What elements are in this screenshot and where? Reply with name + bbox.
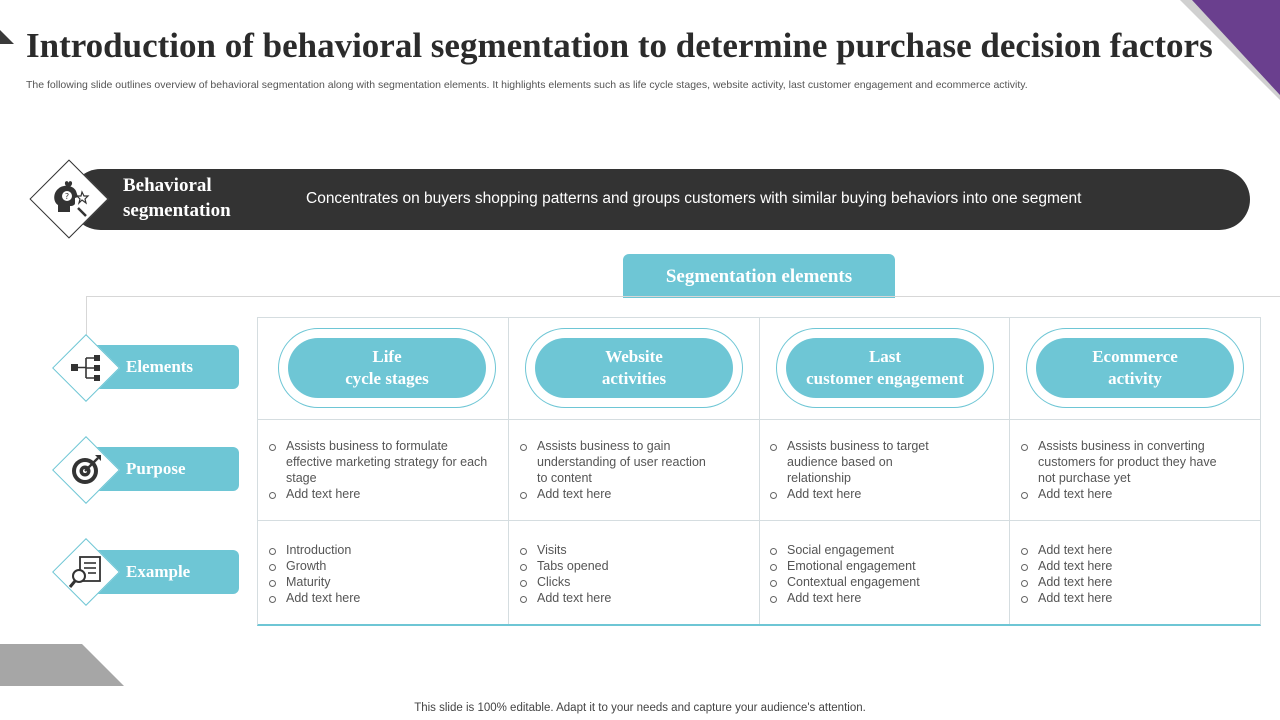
element-pill-website: Website activities bbox=[525, 328, 743, 408]
banner-description: Concentrates on buyers shopping patterns… bbox=[306, 190, 1082, 207]
list-item: Add text here bbox=[1020, 486, 1235, 502]
element-title-line2: customer engagement bbox=[806, 369, 964, 388]
corner-decoration-top-right bbox=[1180, 0, 1280, 100]
document-search-icon bbox=[68, 556, 101, 588]
row-divider bbox=[258, 419, 1260, 420]
column-divider bbox=[759, 318, 760, 624]
svg-text:?: ? bbox=[65, 192, 69, 201]
page-subtitle: The following slide outlines overview of… bbox=[26, 79, 1028, 91]
row-label-example: Example bbox=[92, 550, 239, 594]
connector-line bbox=[86, 296, 1280, 297]
element-pill-ecommerce: Ecommerce activity bbox=[1026, 328, 1244, 408]
segmentation-elements-tab: Segmentation elements bbox=[623, 254, 895, 298]
list-item: Add text here bbox=[519, 486, 719, 502]
purpose-list-last-engagement: Assists business to target audience base… bbox=[769, 438, 959, 502]
column-divider bbox=[1009, 318, 1010, 624]
hierarchy-icon bbox=[71, 355, 100, 381]
element-title-line1: Website bbox=[605, 347, 663, 366]
row-divider bbox=[258, 520, 1260, 521]
list-item: Tabs opened bbox=[519, 558, 739, 574]
list-item: Clicks bbox=[519, 574, 739, 590]
list-item: Add text here bbox=[1020, 590, 1240, 606]
list-item: Assists business to target audience base… bbox=[769, 438, 959, 486]
element-pill-website-label: Website activities bbox=[535, 338, 733, 398]
example-list-ecommerce: Add text here Add text here Add text her… bbox=[1020, 542, 1240, 606]
purpose-list-life-cycle: Assists business to formulate effective … bbox=[268, 438, 488, 502]
corner-decoration-bottom-left bbox=[0, 644, 124, 686]
list-item: Add text here bbox=[769, 590, 989, 606]
element-pill-ecommerce-label: Ecommerce activity bbox=[1036, 338, 1234, 398]
list-item: Add text here bbox=[1020, 574, 1240, 590]
banner-title-line2: segmentation bbox=[123, 200, 231, 221]
behavioral-segmentation-banner: Behavioral segmentation Concentrates on … bbox=[70, 169, 1250, 230]
target-icon bbox=[72, 455, 101, 484]
list-item: Growth bbox=[268, 558, 488, 574]
purpose-list-ecommerce: Assists business in converting customers… bbox=[1020, 438, 1235, 502]
element-pill-last-engagement-label: Last customer engagement bbox=[786, 338, 984, 398]
segmentation-table: Life cycle stages Assists business to fo… bbox=[257, 317, 1261, 626]
list-item: Add text here bbox=[268, 486, 488, 502]
head-question-icon: ? bbox=[54, 181, 90, 217]
example-list-website: Visits Tabs opened Clicks Add text here bbox=[519, 542, 739, 606]
connector-line-vertical bbox=[86, 296, 87, 350]
list-item: Visits bbox=[519, 542, 739, 558]
list-item: Add text here bbox=[769, 486, 959, 502]
list-item: Add text here bbox=[268, 590, 488, 606]
banner-title-line1: Behavioral bbox=[123, 175, 212, 196]
list-item: Maturity bbox=[268, 574, 488, 590]
example-list-life-cycle: Introduction Growth Maturity Add text he… bbox=[268, 542, 488, 606]
list-item: Add text here bbox=[1020, 558, 1240, 574]
column-divider bbox=[508, 318, 509, 624]
element-title-line1: Last bbox=[868, 347, 902, 366]
element-pill-last-engagement: Last customer engagement bbox=[776, 328, 994, 408]
element-title-line1: Ecommerce bbox=[1092, 347, 1178, 366]
corner-decoration-top-left bbox=[0, 30, 14, 44]
list-item: Contextual engagement bbox=[769, 574, 989, 590]
element-title-line2: activities bbox=[601, 369, 667, 388]
list-item: Assists business to formulate effective … bbox=[268, 438, 488, 486]
purpose-list-website: Assists business to gain understanding o… bbox=[519, 438, 719, 502]
page-title: Introduction of behavioral segmentation … bbox=[26, 26, 1213, 65]
element-title-line2: activity bbox=[1108, 369, 1162, 388]
element-title-line2: cycle stages bbox=[345, 369, 429, 388]
banner-title: Behavioral segmentation bbox=[123, 173, 273, 223]
list-item: Assists business in converting customers… bbox=[1020, 438, 1235, 486]
list-item: Assists business to gain understanding o… bbox=[519, 438, 719, 486]
list-item: Add text here bbox=[1020, 542, 1240, 558]
example-list-last-engagement: Social engagement Emotional engagement C… bbox=[769, 542, 989, 606]
list-item: Emotional engagement bbox=[769, 558, 989, 574]
footer-note: This slide is 100% editable. Adapt it to… bbox=[414, 702, 866, 714]
list-item: Social engagement bbox=[769, 542, 989, 558]
element-title-line1: Life bbox=[372, 347, 402, 366]
list-item: Introduction bbox=[268, 542, 488, 558]
list-item: Add text here bbox=[519, 590, 739, 606]
element-pill-life-cycle: Life cycle stages bbox=[278, 328, 496, 408]
element-pill-life-cycle-label: Life cycle stages bbox=[288, 338, 486, 398]
